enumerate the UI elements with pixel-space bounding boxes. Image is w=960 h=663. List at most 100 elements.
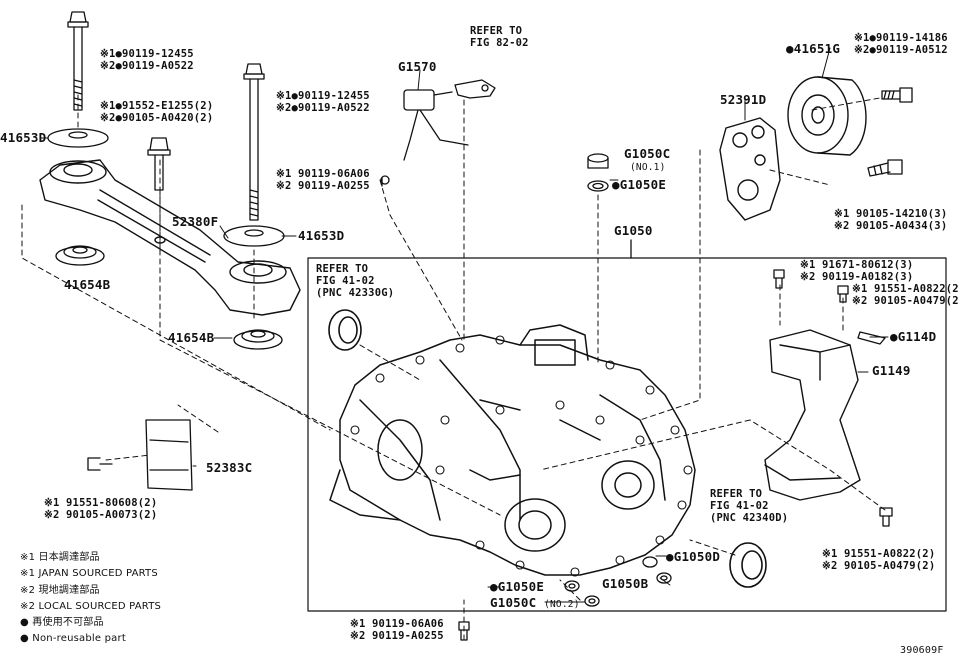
washer-41653d-mid	[223, 225, 285, 247]
callout-line: ※2 90119-A0255	[276, 180, 370, 192]
ref-line: REFER TO	[710, 488, 763, 500]
plate-52383c	[87, 419, 193, 491]
part-number: G114D	[897, 329, 937, 344]
label-41651g: 41651G	[786, 41, 841, 56]
part-note: (NO.2)	[544, 599, 580, 610]
bolt-bottom	[458, 621, 470, 641]
callout-line: ※1 91671-80612(3)	[800, 259, 914, 271]
housing-bolts	[350, 335, 693, 577]
legend-item: ● 再使用不可部品	[20, 617, 104, 629]
non-reusable-icon	[612, 177, 620, 192]
bolt-g1149-bottom	[879, 507, 893, 527]
clip-g114d	[857, 331, 886, 345]
washer-41653d-top	[47, 128, 109, 148]
legend-item: ※1 日本調達部品	[20, 552, 100, 563]
bushing-41654b-mid	[233, 329, 283, 350]
ref-line: FIG 41-02	[316, 275, 375, 287]
callout-line: ※1●91552-E1255(2)	[100, 100, 214, 112]
non-reusable-icon	[490, 579, 498, 594]
non-reusable-icon	[890, 329, 898, 344]
part-number: G1050D	[673, 549, 721, 564]
ref-line: FIG 82-02	[470, 37, 529, 49]
label-g114d: G114D	[890, 329, 937, 344]
bolt-right-mid	[867, 159, 903, 177]
callout-bolt-10: ※1 91551-A0822(2) ※2 90105-A0479(2)	[822, 548, 935, 572]
label-52391d: 52391D	[720, 92, 767, 107]
label-g1050b: G1050B	[602, 576, 649, 591]
ref-fig-41-02-b: REFER TO FIG 41-02 (PNC 42340D)	[710, 488, 788, 524]
ref-line: REFER TO	[470, 25, 523, 37]
callout-bolt-11: ※1 90119-06A06 ※2 90119-A0255	[350, 618, 444, 642]
bracket-ref-82	[454, 79, 496, 99]
gasket-g1050d	[642, 556, 658, 568]
label-g1050c-top: G1050C	[624, 146, 671, 161]
callout-bolt-9: ※1 91551-80608(2) ※2 90105-A0073(2)	[44, 497, 157, 521]
callout-line: ※2 90119-A0182(3)	[800, 271, 914, 283]
callout-line: ※1 90105-14210(3)	[834, 208, 948, 220]
non-reusable-icon	[786, 41, 794, 56]
ref-line: (PNC 42330G)	[316, 287, 395, 299]
legend: ※1 日本調達部品 ※1 JAPAN SOURCED PARTS ※2 現地調達…	[20, 550, 161, 648]
label-52383c: 52383C	[206, 460, 253, 475]
label-g1149: G1149	[872, 363, 911, 378]
callout-bolt-3: ※1●90119-12455 ※2●90119-A0522	[276, 90, 370, 114]
callout-bolt-5: ※1●90119-14186 ※2●90119-A0512	[854, 32, 948, 56]
label-41653d-mid: 41653D	[298, 228, 345, 243]
gasket-g1050e-bottom	[564, 580, 580, 592]
plug-g1050b	[656, 572, 672, 584]
callout-line: ※2●90119-A0522	[100, 60, 194, 72]
ref-line: REFER TO	[316, 263, 369, 275]
bolt-long-left	[67, 11, 89, 111]
callout-line: ※1 91551-A0822(2)	[852, 283, 960, 295]
ref-fig-82-02: REFER TO FIG 82-02	[470, 25, 529, 49]
callout-line: ※1 90119-06A06	[350, 618, 444, 630]
callout-line: ※2●90119-A0512	[854, 44, 948, 56]
figure-id: 390609F	[900, 645, 944, 656]
bolt-right-top	[881, 87, 913, 103]
callout-line: ※1●90119-14186	[854, 32, 948, 44]
bolt-g1149-side	[837, 285, 849, 303]
callout-line: ※1 90119-06A06	[276, 168, 370, 180]
callout-line: ※1●90119-12455	[276, 90, 370, 102]
callout-bolt-6: ※1 90105-14210(3) ※2 90105-A0434(3)	[834, 208, 947, 232]
transaxle-housing	[329, 324, 696, 576]
part-number: G1050C	[490, 595, 537, 610]
legend-item: ● Non-reusable part	[20, 633, 126, 645]
callout-bolt-7: ※1 91671-80612(3) ※2 90119-A0182(3)	[800, 259, 913, 283]
bushing-41654b-left	[55, 245, 105, 266]
callout-line: ※2●90105-A0420(2)	[100, 112, 214, 124]
label-41654b-mid: 41654B	[168, 330, 215, 345]
legend-item: ※1 JAPAN SOURCED PARTS	[20, 568, 158, 580]
legend-item: ※2 現地調達部品	[20, 584, 100, 596]
ref-line: (PNC 42340D)	[710, 512, 789, 524]
callout-bolt-2: ※1●91552-E1255(2) ※2●90105-A0420(2)	[100, 100, 213, 124]
label-52380f: 52380F	[172, 214, 219, 229]
part-number: 41651G	[793, 41, 841, 56]
label-g1050c-top-note: (NO.1)	[630, 162, 666, 173]
label-pointers	[39, 47, 889, 603]
bracket-g1149	[764, 329, 861, 501]
oil-seal-right	[729, 542, 767, 588]
callout-line: ※2 90105-A0479(2)	[852, 295, 960, 307]
sensor-g1570	[380, 89, 469, 187]
leader-lines	[21, 94, 886, 641]
bolt-g1149-top	[773, 269, 785, 289]
label-g1050c-bottom: G1050C (NO.2)	[490, 596, 580, 612]
label-g1050: G1050	[614, 223, 653, 238]
bracket-52391d	[719, 117, 781, 221]
callout-line: ※2 90105-A0073(2)	[44, 509, 158, 521]
callout-line: ※1 91551-80608(2)	[44, 497, 158, 509]
part-number: G1050E	[619, 177, 667, 192]
label-g1050e-bottom: G1050E	[490, 579, 545, 594]
legend-item: ※2 LOCAL SOURCED PARTS	[20, 600, 162, 612]
label-g1050d: G1050D	[666, 549, 721, 564]
label-41654b-left: 41654B	[64, 277, 111, 292]
plug-g1050c-top	[587, 153, 609, 169]
part-number: G1050E	[497, 579, 545, 594]
callout-line: ※2 90105-A0479(2)	[822, 560, 936, 572]
bolt-long-mid	[243, 63, 265, 221]
ref-fig-41-02-a: REFER TO FIG 41-02 (PNC 42330G)	[316, 263, 394, 299]
bracket-52380f	[39, 159, 301, 316]
